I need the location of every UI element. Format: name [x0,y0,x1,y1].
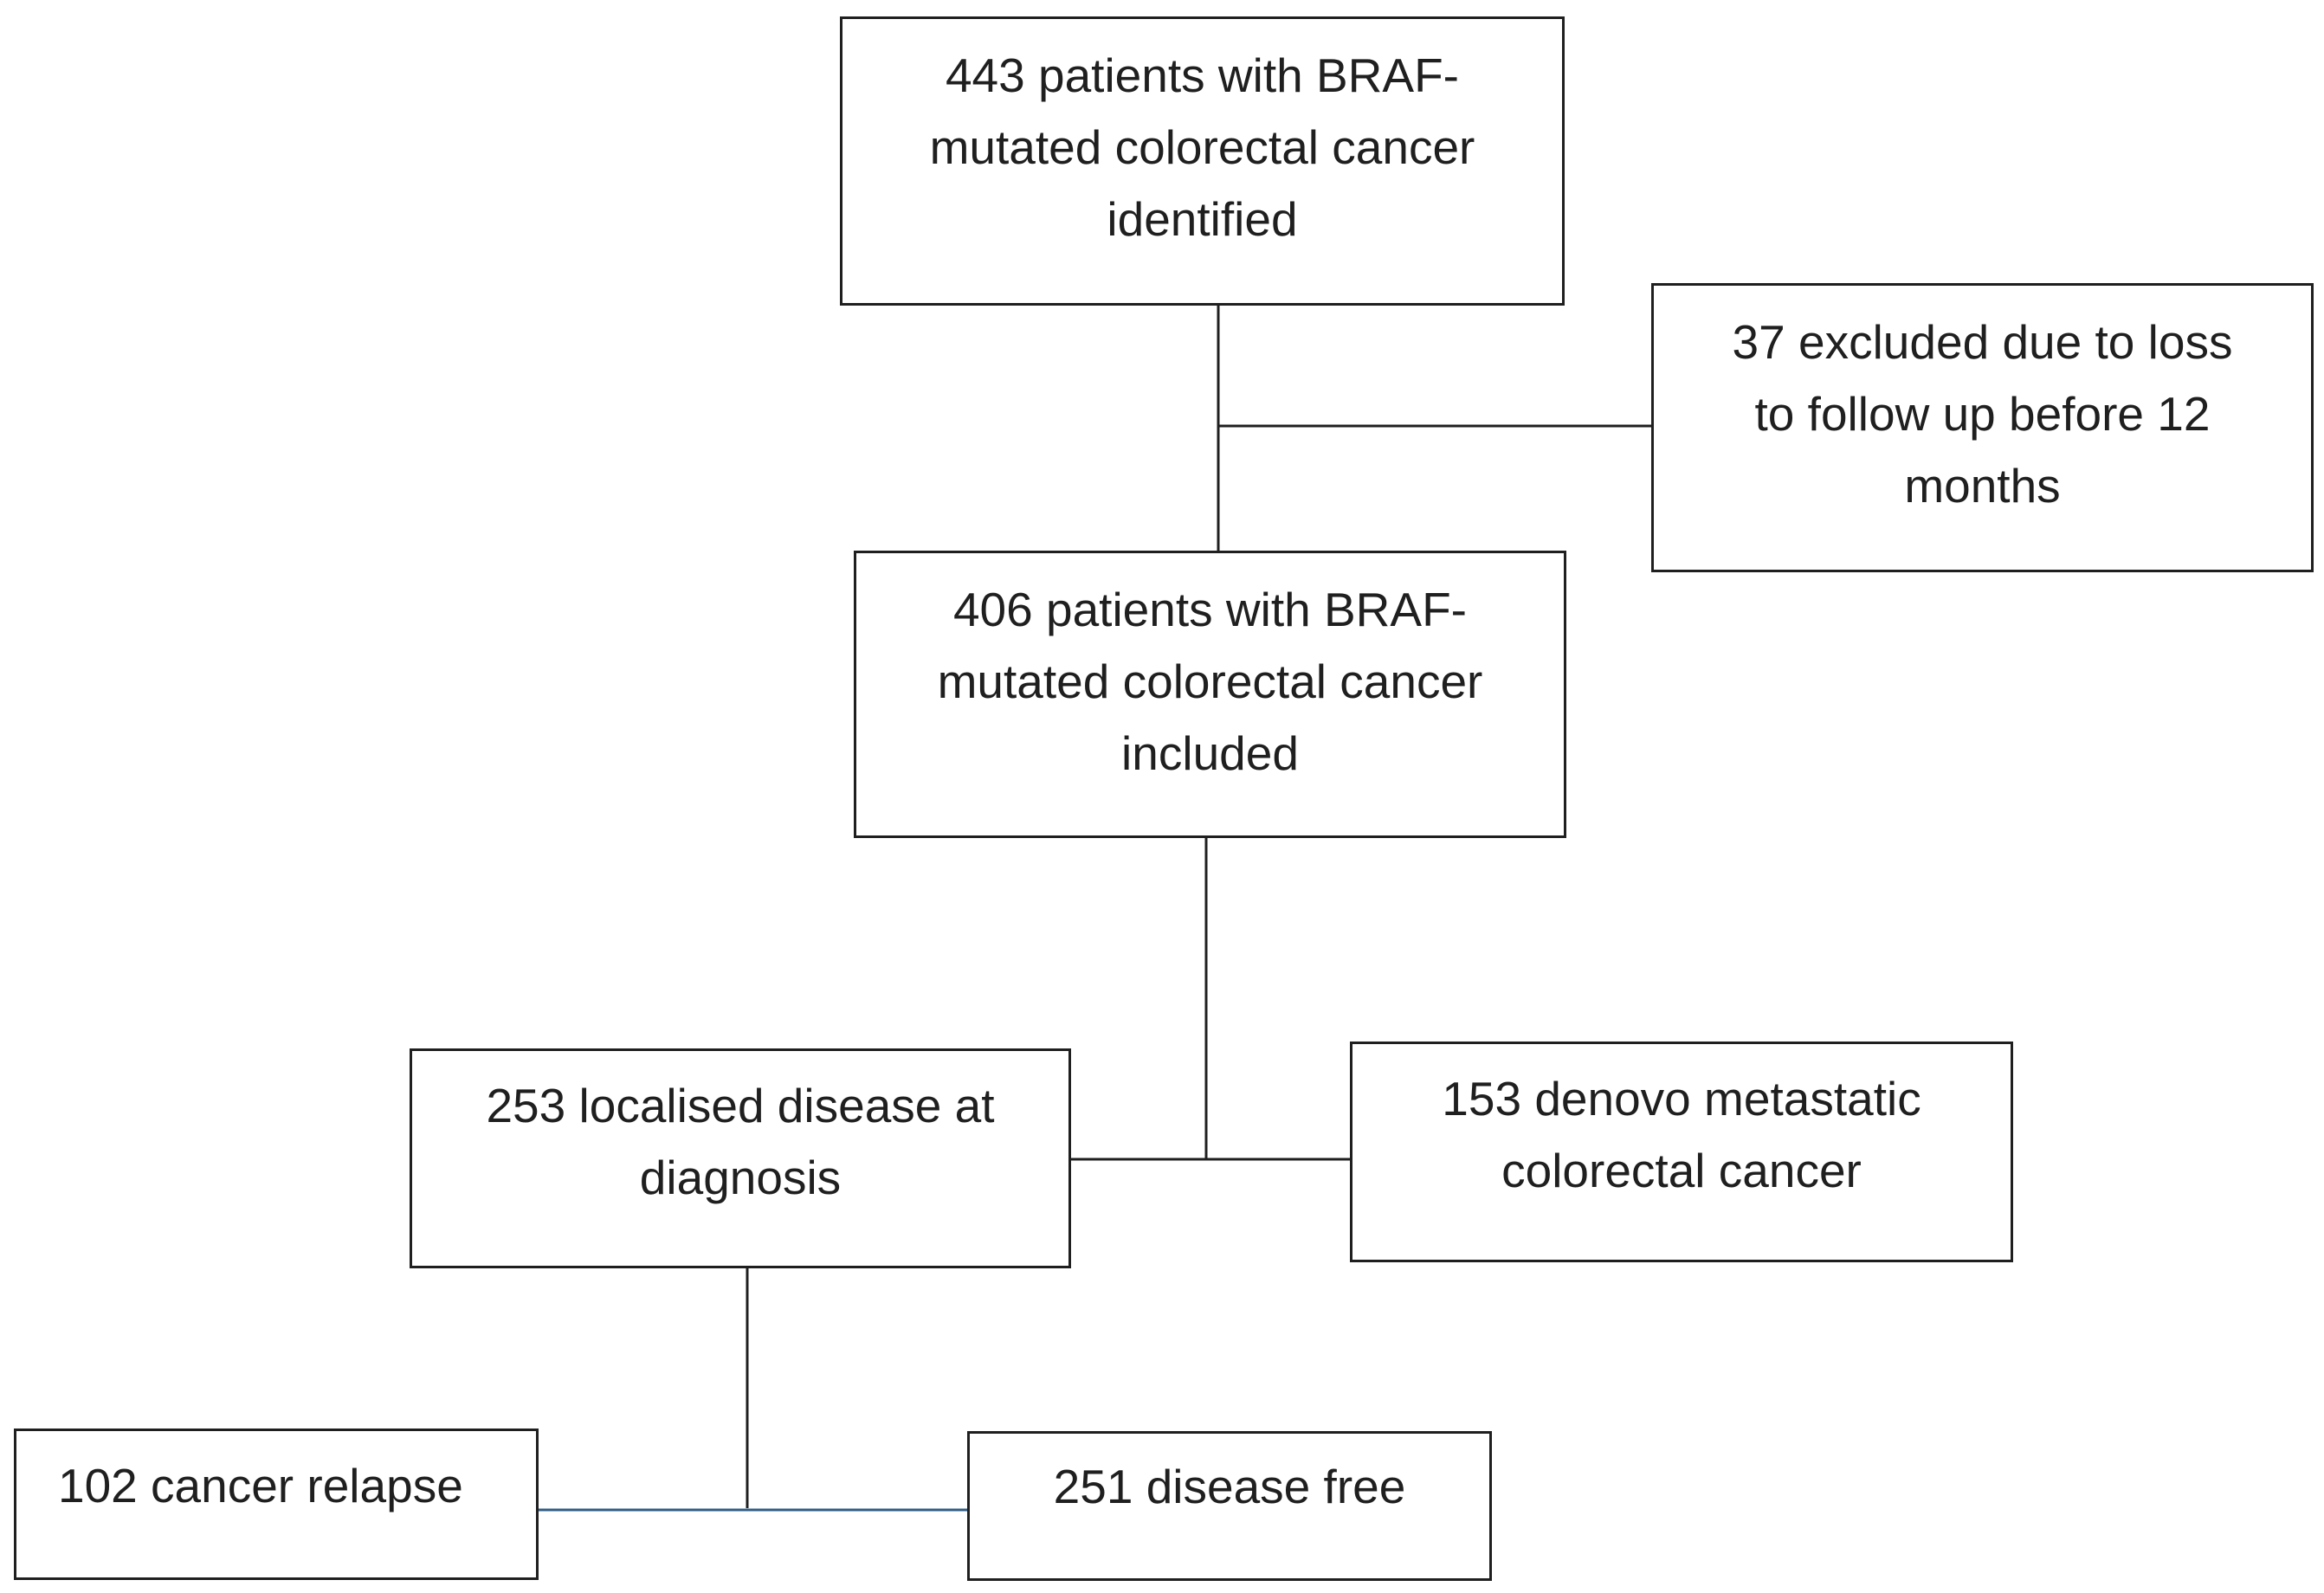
box-localised-text: 253 localised disease at diagnosis [486,1079,995,1204]
box-free-text: 251 disease free [1053,1460,1406,1513]
box-patients-identified: 443 patients with BRAF- mutated colorect… [840,16,1565,306]
box-excluded: 37 excluded due to loss to follow up bef… [1651,283,2314,572]
box-metastatic-text: 153 denovo metastatic colorectal cancer [1442,1072,1921,1197]
box-identified-text: 443 patients with BRAF- mutated colorect… [929,48,1475,246]
box-excluded-text: 37 excluded due to loss to follow up bef… [1732,315,2233,513]
box-denovo-metastatic: 153 denovo metastatic colorectal cancer [1350,1042,2013,1262]
box-localised-disease: 253 localised disease at diagnosis [410,1048,1071,1268]
box-cancer-relapse: 102 cancer relapse [14,1429,539,1580]
box-relapse-text: 102 cancer relapse [58,1459,463,1512]
box-disease-free: 251 disease free [967,1431,1492,1581]
box-patients-included: 406 patients with BRAF- mutated colorect… [854,551,1566,838]
box-included-text: 406 patients with BRAF- mutated colorect… [937,583,1483,780]
